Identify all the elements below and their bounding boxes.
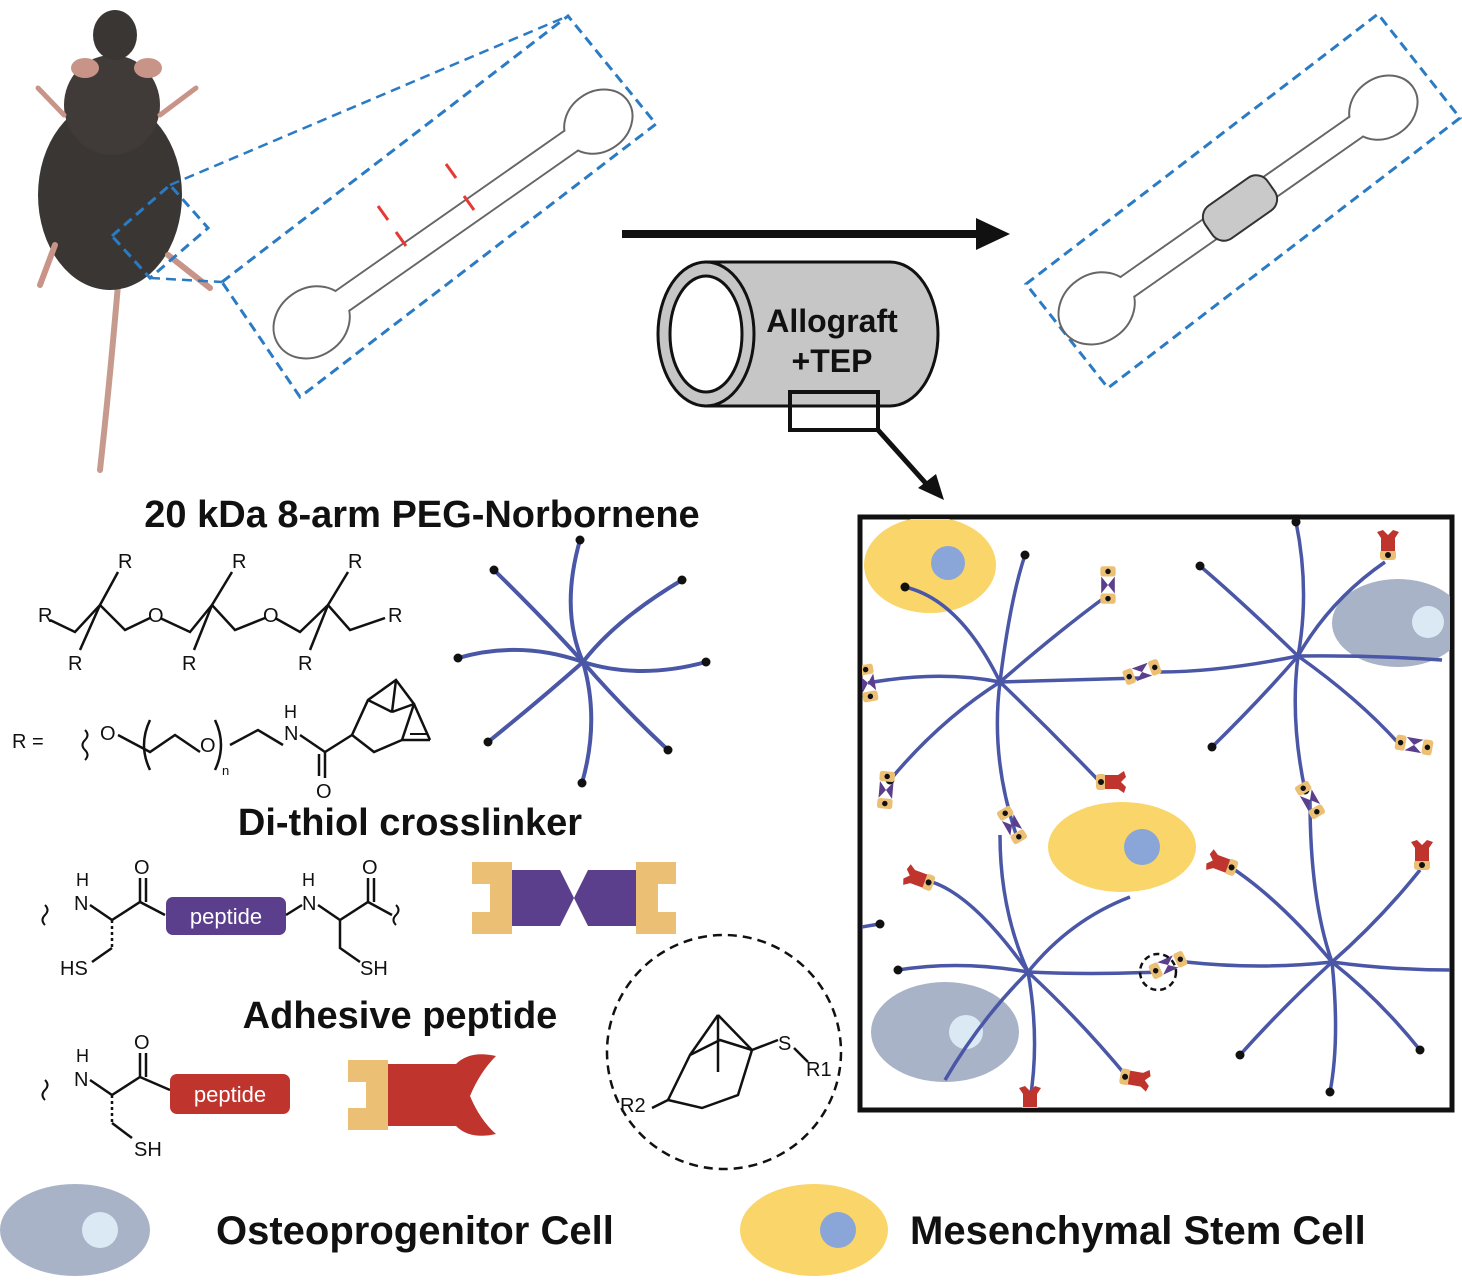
svg-text:R: R	[118, 551, 132, 573]
svg-text:O: O	[100, 723, 116, 745]
osteoprogenitor-cell	[1332, 579, 1450, 667]
svg-text:n: n	[222, 763, 229, 778]
svg-text:O: O	[200, 735, 216, 757]
r-group-structure: R = O O n H N O	[12, 678, 432, 803]
svg-text:S: S	[778, 1033, 791, 1055]
peg-8arm-icon	[456, 538, 708, 785]
svg-text:H: H	[284, 702, 297, 722]
svg-text:H: H	[76, 870, 89, 890]
peg-core-structure	[49, 571, 386, 651]
zoom-box	[788, 390, 880, 432]
mouse-illustration	[35, 10, 213, 473]
dithiol-title: Di-thiol crosslinker	[238, 802, 582, 844]
svg-text:N: N	[74, 1069, 88, 1091]
legend-msc-swatch	[740, 1184, 888, 1276]
svg-text:N: N	[284, 723, 298, 745]
adhesive-structure: H N O SH peptide	[41, 1032, 290, 1161]
crosslinker-icon	[472, 862, 676, 934]
right-femur	[1057, 74, 1419, 346]
svg-text:R2: R2	[620, 1095, 646, 1117]
svg-text:R: R	[182, 653, 196, 675]
svg-text:R1: R1	[806, 1059, 832, 1081]
svg-text:H: H	[76, 1046, 89, 1066]
legend-osteoprogenitor-label: Osteoprogenitor Cell	[216, 1209, 614, 1253]
svg-text:N: N	[74, 893, 88, 915]
svg-text:R: R	[348, 551, 362, 573]
legend-msc-label: Mesenchymal Stem Cell	[910, 1209, 1366, 1253]
osteotomy-cut-marks	[376, 163, 476, 247]
allograft-label: Allograft	[766, 303, 898, 339]
right-femur-zoom	[1023, 11, 1462, 391]
svg-text:R: R	[232, 551, 246, 573]
osteoprogenitor-cell	[871, 982, 1019, 1082]
left-femur-zoom	[109, 13, 659, 400]
svg-text:R: R	[68, 653, 82, 675]
svg-text:HS: HS	[60, 958, 88, 980]
adhesive-peptide-tag: peptide	[194, 1082, 266, 1107]
peg-8arm-endgroups	[453, 535, 711, 788]
svg-text:R: R	[388, 605, 402, 627]
crosslinker-peptide-tag: peptide	[190, 904, 262, 929]
legend-osteoprogenitor-swatch	[0, 1184, 150, 1276]
msc-cell	[1048, 802, 1196, 892]
peg-core-labels: R R R O R R O R R R	[38, 551, 402, 675]
svg-text:O: O	[263, 605, 279, 627]
tep-label: +TEP	[792, 343, 873, 379]
svg-text:O: O	[362, 857, 378, 879]
svg-text:O: O	[134, 1032, 150, 1054]
msc-cell	[864, 519, 996, 613]
left-femur	[272, 88, 634, 360]
svg-text:H: H	[302, 870, 315, 890]
svg-text:O: O	[316, 781, 332, 803]
thioether-zoom-circle: S R1 R2	[605, 933, 843, 1171]
svg-text:O: O	[148, 605, 164, 627]
svg-text:SH: SH	[134, 1139, 162, 1161]
legend: Osteoprogenitor Cell Mesenchymal Stem Ce…	[0, 1184, 1366, 1276]
svg-text:R: R	[38, 605, 52, 627]
process-arrow	[622, 218, 1010, 250]
dithiol-structure: H N O HS peptide H N O SH	[41, 857, 400, 980]
allograft-cylinder: Allograft +TEP	[656, 260, 944, 500]
svg-text:SH: SH	[360, 958, 388, 980]
svg-text:O: O	[134, 857, 150, 879]
adhesive-title: Adhesive peptide	[243, 995, 558, 1037]
hydrogel-network	[857, 514, 1455, 1113]
allograft-segment	[1201, 174, 1279, 242]
svg-text:N: N	[302, 893, 316, 915]
svg-text:R =: R =	[12, 731, 44, 753]
svg-text:R: R	[298, 653, 312, 675]
adhesive-icon	[348, 1054, 496, 1136]
peg-title: 20 kDa 8-arm PEG-Norbornene	[144, 494, 699, 536]
